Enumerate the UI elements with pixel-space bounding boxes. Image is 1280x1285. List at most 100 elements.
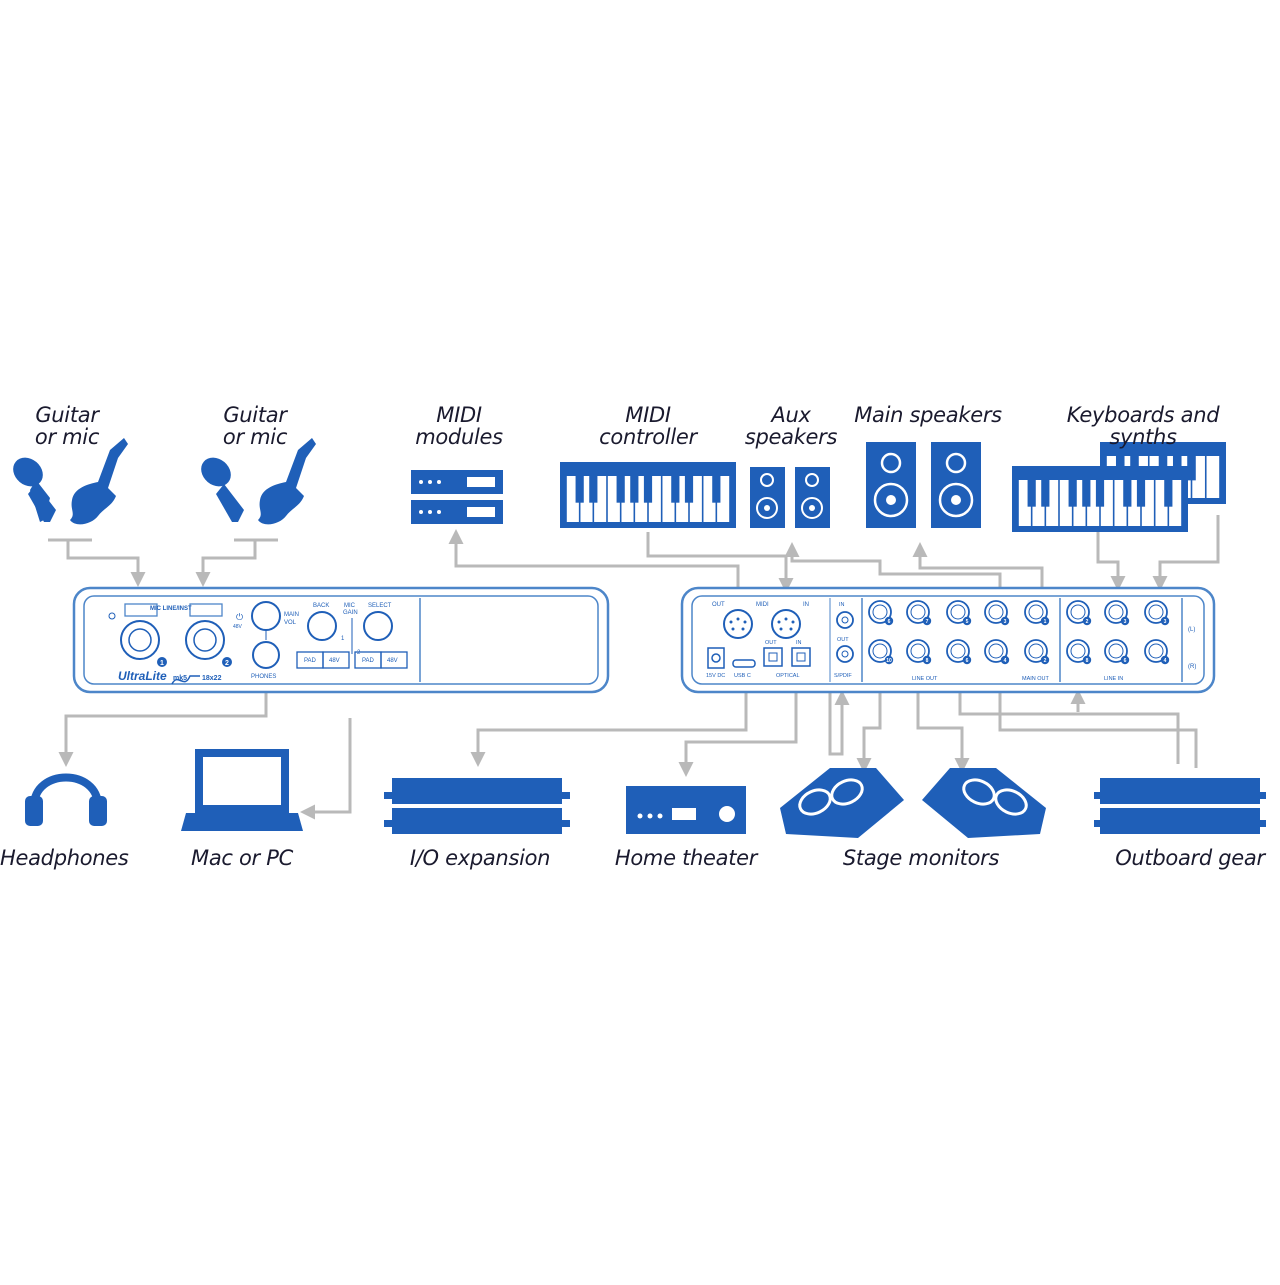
jack-number: 3	[1164, 619, 1167, 625]
input-2-number: 2	[225, 660, 229, 667]
cable-outboard-2	[998, 690, 1198, 768]
trs-jack[interactable]: 3	[1104, 600, 1130, 626]
cable-guitar-mic-2	[203, 538, 278, 584]
trs-jack[interactable]: 2	[1066, 600, 1092, 626]
back-knob[interactable]	[307, 611, 337, 641]
line-out-label: LINE OUT	[912, 676, 938, 682]
black-key	[1041, 480, 1050, 507]
optical-in-port[interactable]	[791, 647, 811, 667]
jack-number: 4	[1004, 658, 1007, 664]
combo-input-1[interactable]	[108, 603, 167, 667]
line-in-label: LINE IN	[1104, 676, 1123, 682]
jack-number: 3	[1124, 619, 1127, 625]
usb-label: USB C	[734, 673, 751, 679]
cable-keyboards-1	[1096, 532, 1126, 591]
jack-number: 7	[926, 619, 929, 625]
cable-stage-monitor-2	[916, 690, 970, 773]
trs-jack[interactable]: 7	[906, 600, 932, 626]
jack-number: 4	[1164, 658, 1167, 664]
jack-number: 2	[1086, 619, 1089, 625]
rear-panel: OUT MIDI IN 15V DC USB C OUT IN OPTICAL	[680, 586, 1216, 694]
usb-c-port[interactable]	[732, 659, 756, 668]
input-header-text: MIC LINE/INST	[150, 606, 192, 612]
label-mac-pc: Mac or PC	[191, 846, 293, 870]
aux-speaker-icon	[750, 467, 785, 528]
label-outboard-gear: Outboard gear	[1115, 846, 1265, 870]
headphones-icon	[25, 773, 107, 826]
black-key	[1082, 480, 1091, 507]
cable-headphones	[58, 690, 268, 767]
jack-number: 1	[1044, 619, 1047, 625]
dc-power-jack[interactable]	[707, 647, 725, 669]
logo-model: mk5	[173, 675, 187, 682]
trs-jack[interactable]: 6	[868, 600, 894, 626]
trs-jack[interactable]: 4	[1144, 639, 1170, 665]
black-key	[712, 476, 721, 503]
trs-jack[interactable]: 4	[984, 639, 1010, 665]
label-io-expansion: I/O expansion	[409, 846, 551, 870]
laptop-icon	[181, 749, 303, 831]
front-panel: MIC LINE/INST 1 2 48V ⏻ MAIN VOL PHONES …	[72, 586, 610, 694]
spdif-out-jack[interactable]	[836, 645, 854, 663]
cable-midi-controller	[646, 532, 794, 593]
trs-jack[interactable]: 1	[1024, 600, 1050, 626]
trs-jack[interactable]: 8	[906, 639, 932, 665]
jack-number: 6	[888, 619, 891, 625]
outboard-gear-icon	[1094, 778, 1266, 834]
main-vol-label-1: MAIN	[284, 612, 299, 618]
select-label: SELECT	[368, 603, 392, 609]
opt-in-label: IN	[796, 640, 802, 646]
black-key	[1027, 480, 1036, 507]
trs-jack[interactable]: 3	[984, 600, 1010, 626]
trs-jack[interactable]: 2	[1024, 639, 1050, 665]
ch1-label: 1	[341, 636, 345, 642]
cable-io-expansion	[470, 690, 748, 767]
cable-spdif	[828, 690, 850, 756]
main-speaker-icon	[866, 442, 916, 528]
select-knob[interactable]	[363, 611, 393, 641]
phantom-button-2[interactable]	[380, 651, 408, 669]
spdif-in-jack[interactable]	[836, 611, 854, 629]
cable-mac-pc	[300, 718, 352, 820]
cable-aux-speakers	[784, 542, 1002, 593]
black-key	[575, 476, 584, 503]
label-stage-monitors: Stage monitors	[842, 846, 1000, 870]
phantom-button-1[interactable]	[322, 651, 350, 669]
black-key	[1123, 480, 1132, 507]
stage-monitor-icon	[780, 768, 904, 838]
main-volume-knob[interactable]	[251, 601, 281, 640]
midi-in-port[interactable]	[771, 609, 801, 639]
label-guitar-mic-2: Guitar or mic	[222, 403, 288, 449]
phones-jack[interactable]	[252, 641, 280, 669]
midi-module-icon	[411, 470, 503, 524]
pad-1-text: PAD	[304, 658, 317, 664]
trs-jack[interactable]: 3	[1144, 600, 1170, 626]
jack-number: 6	[1124, 658, 1127, 664]
black-key	[643, 476, 653, 503]
trs-jack[interactable]: 6	[1104, 639, 1130, 665]
trs-jack[interactable]: 10	[868, 639, 894, 665]
jack-number: 5	[966, 619, 969, 625]
label-midi-controller: MIDI controller	[599, 403, 697, 449]
optical-label: OPTICAL	[776, 673, 800, 679]
black-key	[616, 476, 625, 503]
trs-jack[interactable]: 5	[946, 600, 972, 626]
jack-number: 10	[886, 658, 892, 664]
trs-jack[interactable]: 6	[946, 639, 972, 665]
spdif-label: S/PDIF	[834, 673, 852, 679]
black-key	[1164, 480, 1173, 507]
trs-jack[interactable]: 8	[1066, 639, 1092, 665]
mic-gain-label-2: GAIN	[343, 610, 358, 616]
combo-input-2[interactable]	[185, 603, 232, 667]
guitar-icon	[70, 438, 128, 525]
midi-in-label: IN	[803, 602, 809, 608]
midi-out-port[interactable]	[723, 609, 753, 639]
microphone-icon	[201, 457, 244, 522]
optical-out-port[interactable]	[763, 647, 783, 667]
label-headphones: Headphones	[0, 846, 129, 870]
cable-main-speakers	[912, 542, 1044, 593]
jack-number: 8	[926, 658, 929, 664]
mic-gain-label-1: MIC	[344, 603, 356, 609]
black-key	[589, 476, 598, 503]
